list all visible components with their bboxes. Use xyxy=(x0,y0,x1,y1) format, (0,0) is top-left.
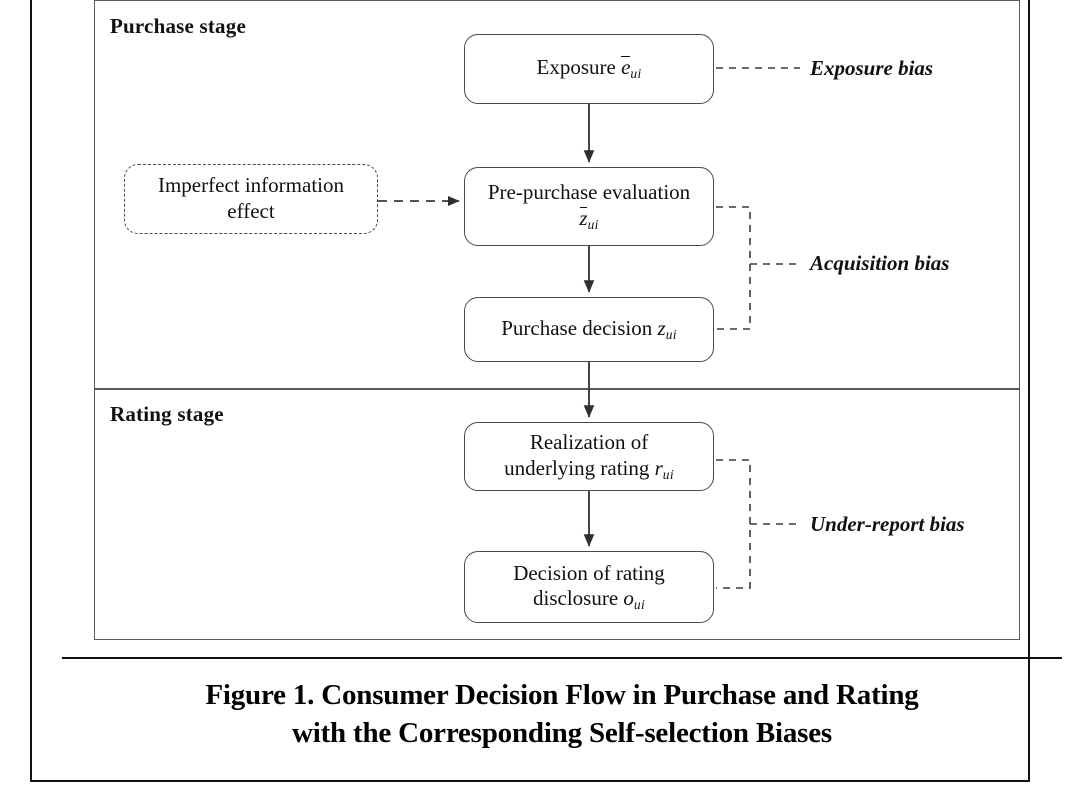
node-purchase-decision-text: Purchase decision zui xyxy=(501,316,677,343)
figure-caption-line1: Figure 1. Consumer Decision Flow in Purc… xyxy=(205,679,919,711)
figure-caption-line2: with the Corresponding Self-selection Bi… xyxy=(291,717,833,750)
node-imperfect-info-label-line1: Imperfect information xyxy=(157,173,344,198)
symbol-subscript: ui xyxy=(633,596,645,612)
stage-label-purchase: Purchase stage xyxy=(110,14,246,38)
node-realization-text: Realization of underlying rating rui xyxy=(504,430,674,483)
node-pre-purchase-label: Pre-purchase evaluation xyxy=(487,180,691,205)
symbol-subscript: ui xyxy=(630,66,642,82)
symbol-base: e xyxy=(621,55,631,80)
node-exposure-text: Exposure eui xyxy=(537,55,642,82)
symbol-subscript: ui xyxy=(665,326,677,342)
node-decision-rating-disclosure[interactable]: Decision of rating disclosure oui xyxy=(464,551,714,623)
node-realization-label-line2: underlying rating xyxy=(504,455,655,480)
stage-divider xyxy=(94,388,1020,390)
node-realization-label-line1: Realization of xyxy=(529,430,649,455)
node-imperfect-information-effect[interactable]: Imperfect information effect xyxy=(124,164,378,234)
node-imperfect-info-text: Imperfect information effect xyxy=(158,173,344,224)
node-realization-underlying-rating[interactable]: Realization of underlying rating rui xyxy=(464,422,714,491)
bias-label-under-report: Under-report bias xyxy=(810,512,965,536)
stage-label-rating: Rating stage xyxy=(110,402,224,426)
node-purchase-decision-label: Purchase decision xyxy=(501,315,658,340)
node-pre-purchase-symbol: z xyxy=(579,206,587,232)
node-disclosure-label-line1: Decision of rating xyxy=(513,560,665,585)
node-exposure[interactable]: Exposure eui xyxy=(464,34,714,104)
symbol-subscript: ui xyxy=(662,466,674,482)
node-disclosure-text: Decision of rating disclosure oui xyxy=(513,561,665,614)
symbol-base: r xyxy=(654,455,663,480)
node-pre-purchase-evaluation[interactable]: Pre-purchase evaluation zui xyxy=(464,167,714,246)
node-imperfect-info-label-line2: effect xyxy=(227,199,275,223)
caption-divider xyxy=(62,657,1062,659)
symbol-subscript: ui xyxy=(587,216,599,232)
node-exposure-label: Exposure xyxy=(536,55,622,80)
node-purchase-decision[interactable]: Purchase decision zui xyxy=(464,297,714,362)
symbol-base: z xyxy=(657,315,666,340)
node-exposure-symbol: e xyxy=(621,55,630,81)
node-pre-purchase-text: Pre-purchase evaluation zui xyxy=(488,180,690,233)
symbol-base: o xyxy=(623,586,634,611)
bias-label-acquisition: Acquisition bias xyxy=(810,251,950,275)
figure-outer-frame: Purchase stage Rating stage xyxy=(30,0,1062,782)
node-disclosure-label-line2: disclosure xyxy=(533,586,624,611)
bias-label-exposure: Exposure bias xyxy=(810,56,934,80)
symbol-base: z xyxy=(579,205,588,230)
figure-caption: Figure 1. Consumer Decision Flow in Purc… xyxy=(78,676,1046,753)
